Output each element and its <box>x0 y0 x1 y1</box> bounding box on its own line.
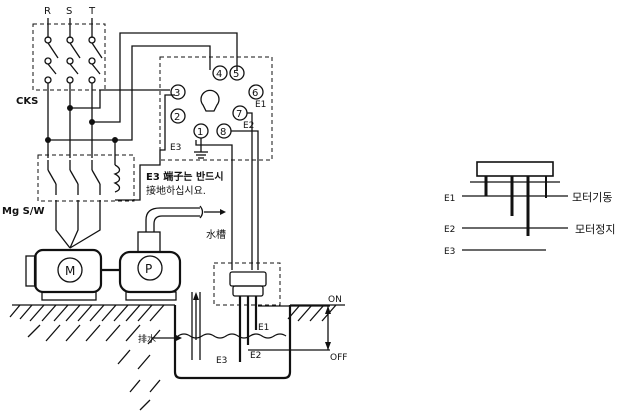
timing-e3-label: E3 <box>444 247 455 257</box>
phase-t-label: T <box>88 6 96 17</box>
pump <box>118 231 182 301</box>
ground-hatch <box>9 304 345 411</box>
motor-stop-label: 모터정지 <box>575 223 615 236</box>
relay-pin-3: 3 <box>174 88 180 99</box>
timing-e1-label: E1 <box>444 194 455 204</box>
motor-label: M <box>65 264 75 278</box>
relay-pin-1: 1 <box>197 127 203 138</box>
supply-lines <box>47 18 93 38</box>
drain-arrow <box>152 335 182 341</box>
timing-chart <box>462 161 568 251</box>
phase-s-label: S <box>66 6 72 17</box>
electrode-holder <box>229 271 267 297</box>
off-level-label: OFF <box>330 353 347 363</box>
phase-r-label: R <box>44 6 51 17</box>
cks-to-mgsw-lines <box>47 83 93 158</box>
relay-pin-7: 7 <box>236 109 242 120</box>
relay-bulb-icon <box>200 89 220 112</box>
tank-e2-label: E2 <box>250 351 261 361</box>
tank-e3-label: E3 <box>216 356 227 366</box>
motor <box>25 248 103 301</box>
cks-breaker-box <box>32 23 106 91</box>
tank-electrodes <box>238 296 258 362</box>
drain-label: 排水 <box>138 333 156 345</box>
tank-outline <box>173 305 292 380</box>
relay-pin-4: 4 <box>216 69 222 80</box>
relay-e3-label: E3 <box>170 143 181 153</box>
relay-e1-label: E1 <box>255 100 266 110</box>
outlet-pipe <box>145 205 226 232</box>
relay-e2-label: E2 <box>243 121 254 131</box>
on-level-label: ON <box>328 295 342 305</box>
cks-label: CKS <box>16 96 38 107</box>
ground-note-line1: E3 端子는 반드시 <box>146 170 224 183</box>
timing-e2-label: E2 <box>444 225 455 235</box>
mgsw-contacts <box>47 160 121 195</box>
tank-e1-label: E1 <box>258 323 269 333</box>
magnetic-switch-box <box>37 154 135 202</box>
suction-pipe <box>191 292 201 360</box>
motor-start-label: 모터기동 <box>572 191 612 204</box>
relay-pin-5: 5 <box>233 69 239 80</box>
relay-pin-2: 2 <box>174 112 180 123</box>
electrode-wires <box>195 112 259 270</box>
relay-pin-6: 6 <box>252 88 258 99</box>
control-wires <box>48 32 238 201</box>
level-markers <box>248 305 331 351</box>
mgsw-label: Mg S/W <box>2 206 44 217</box>
relay-socket-box <box>159 56 273 161</box>
water-surface <box>177 333 287 339</box>
mgsw-to-motor-lines <box>55 200 101 249</box>
relay-pins: 4 5 3 6 2 7 1 8 <box>170 65 264 139</box>
cks-switch-contacts <box>44 36 103 84</box>
relay-pin-8: 8 <box>220 127 226 138</box>
junction-dots <box>45 105 118 143</box>
pump-label: P <box>145 262 152 276</box>
water-tank-label: 水槽 <box>206 228 226 241</box>
ground-note-line2: 接地하십시요. <box>146 184 206 197</box>
